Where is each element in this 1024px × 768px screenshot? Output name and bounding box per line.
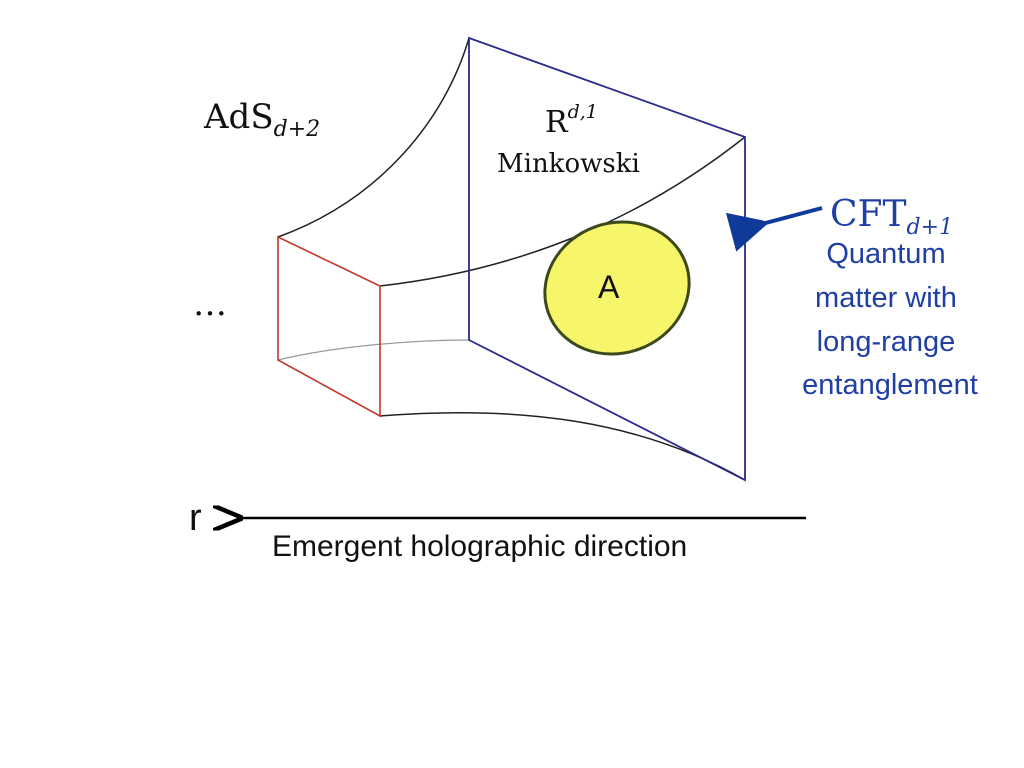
quantum-line-1: Quantum — [826, 238, 945, 270]
ellipsis-label: … — [193, 284, 227, 324]
cft-arrow — [725, 206, 823, 252]
ads-label: AdSd+2 — [203, 97, 320, 142]
boundary-plane — [468, 36, 746, 482]
r-axis-label: r — [189, 497, 202, 539]
quantum-line-4: entanglement — [802, 369, 978, 401]
emergent-direction-label: Emergent holographic direction — [272, 530, 687, 563]
minkowski-label: Minkowski — [497, 149, 640, 179]
ads-label-base: AdS — [203, 97, 274, 137]
cft-label-base: CFT — [830, 194, 907, 235]
region-a-label: A — [598, 269, 620, 305]
cft-label-sub: d+1 — [907, 215, 954, 240]
cutoff-box — [277, 235, 381, 418]
minkowski-r-base: R — [545, 105, 569, 140]
bulk-bottom-left-curve — [277, 339, 470, 361]
bulk-bottom-right-curve — [379, 411, 746, 481]
region-a-ellipse — [543, 220, 691, 356]
cft-label: CFTd+1 — [830, 194, 953, 240]
bulk-top-left-curve — [277, 37, 470, 238]
minkowski-r-sup: d,1 — [568, 101, 598, 123]
quantum-matter-text: Quantum matter with long-range entanglem… — [802, 238, 978, 401]
ads-label-sub: d+2 — [274, 117, 321, 142]
minkowski-r-label: Rd,1 — [545, 101, 598, 140]
quantum-line-3: long-range — [817, 326, 956, 358]
quantum-line-2: matter with — [815, 282, 957, 314]
